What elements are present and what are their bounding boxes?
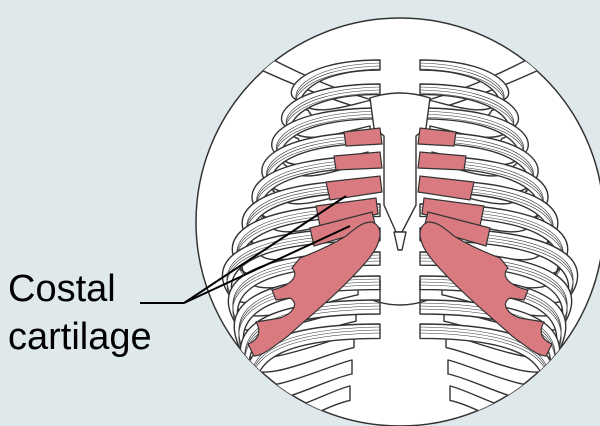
label-cartilage: cartilage: [8, 318, 152, 356]
label-costal: Costal: [8, 270, 116, 308]
